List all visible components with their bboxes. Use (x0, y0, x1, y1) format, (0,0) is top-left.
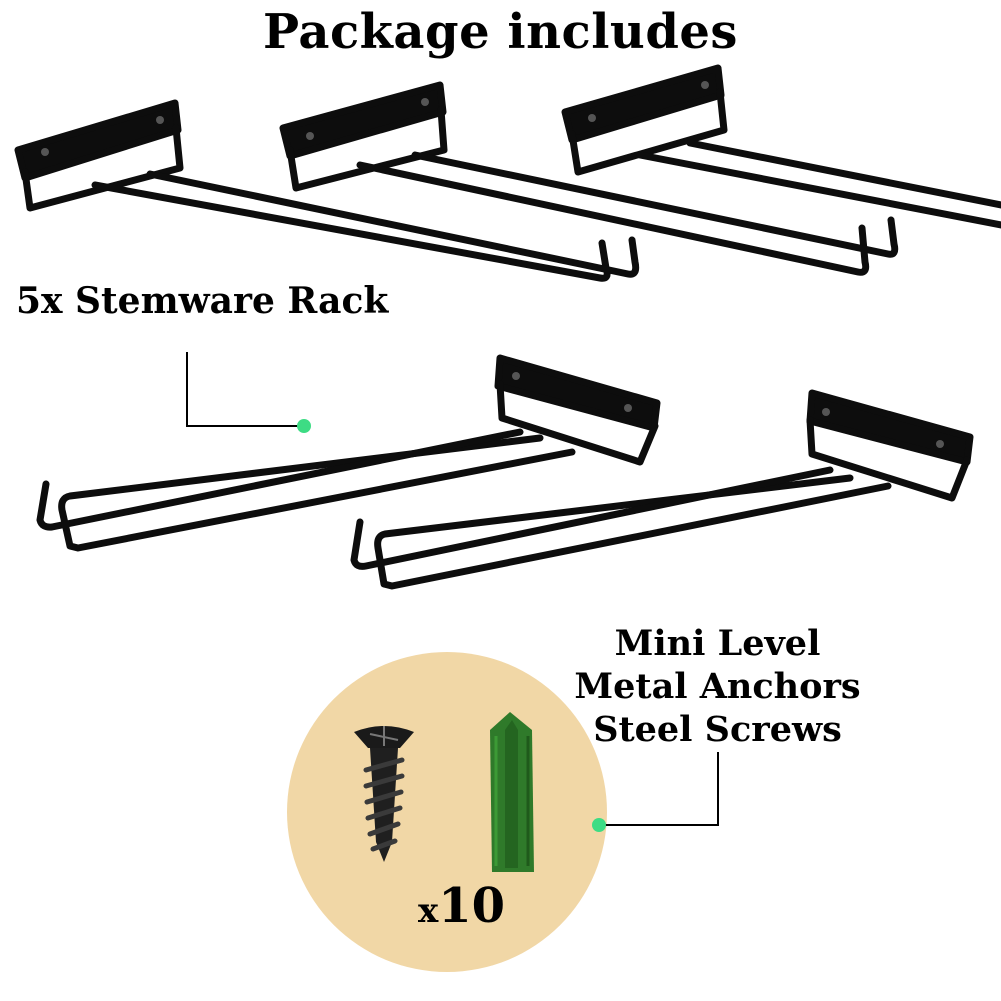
hardware-label: Mini Level Metal Anchors Steel Screws (560, 622, 875, 751)
rack-leader-dot (297, 419, 311, 433)
hardware-leader-line (592, 752, 719, 832)
screw-icon (354, 726, 414, 862)
wall-anchor-icon (490, 712, 534, 872)
hardware-label-line-3: Steel Screws (593, 709, 842, 750)
stemware-rack-icon (14, 99, 640, 282)
stemware-rack-icon (36, 354, 661, 552)
stemware-rack-icon (350, 389, 974, 590)
rack-label: 5x Stemware Rack (16, 280, 389, 322)
hardware-leader-dot (592, 818, 606, 832)
hardware-label-line-1: Mini Level (614, 623, 821, 664)
page-title: Package includes (263, 4, 738, 60)
stemware-rack-icon (279, 81, 899, 276)
quantity-badge: x10 (418, 878, 505, 934)
rack-leader-line (186, 352, 311, 433)
quantity-value: 10 (438, 878, 506, 934)
quantity-prefix: x (418, 891, 439, 931)
hardware-label-line-2: Metal Anchors (574, 666, 861, 707)
stemware-rack-icon (561, 64, 1001, 229)
